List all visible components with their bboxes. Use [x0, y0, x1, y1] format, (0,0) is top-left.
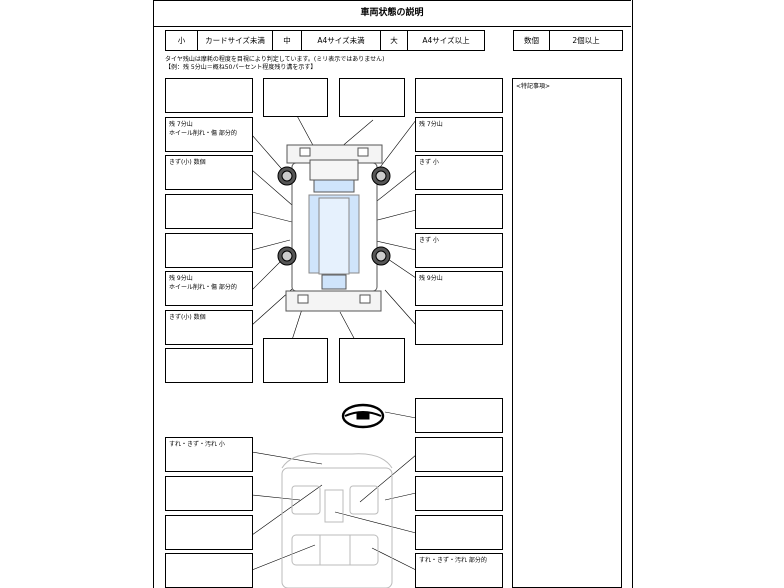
sheet-title: 車両状態の説明	[153, 0, 631, 27]
note-box-rear-right[interactable]	[339, 338, 405, 383]
remarks-label: <特記事項>	[516, 83, 551, 90]
inspection-sheet	[153, 0, 633, 588]
note-box-interior-front-right[interactable]	[415, 437, 503, 472]
quantity-legend: 数個 2個以上	[513, 30, 623, 51]
note-box-front-right[interactable]	[339, 78, 405, 117]
note-box-left-rear-tire[interactable]: 残 9分山 ホイール削れ・傷 部分的	[165, 271, 253, 306]
note-box-interior-left-seat[interactable]	[165, 476, 253, 511]
legend-medium-desc: A4サイズ未満	[301, 30, 381, 51]
note-line-1: タイヤ残山は摩耗の程度を目視により判定しています。(ミリ表示ではありません)	[165, 56, 385, 63]
note-box-left-middle-rear[interactable]	[165, 233, 253, 268]
note-box-right-middle[interactable]	[415, 194, 503, 229]
note-box-left-rear-side[interactable]: きず(小) 数個	[165, 310, 253, 345]
legend-large-desc: A4サイズ以上	[407, 30, 485, 51]
note-box-left-front-side[interactable]: きず(小) 数個	[165, 155, 253, 190]
note-box-left-middle[interactable]	[165, 194, 253, 229]
note-box-interior-rear-left[interactable]	[165, 553, 253, 588]
note-box-steering[interactable]	[415, 398, 503, 433]
note-box-right-rear-side[interactable]: きず 小	[415, 233, 503, 268]
note-box-rear-left[interactable]	[165, 348, 253, 383]
note-box-interior-right-seat[interactable]	[415, 476, 503, 511]
note-box-front-far-right[interactable]	[415, 78, 503, 113]
leader-lines	[251, 111, 417, 571]
note-box-right-rear[interactable]	[415, 310, 503, 345]
quantity-label: 数個	[513, 30, 550, 51]
quantity-value: 2個以上	[549, 30, 623, 51]
note-box-right-rear-tire[interactable]: 残 9分山	[415, 271, 503, 306]
damage-size-legend: 小 カードサイズ未満 中 A4サイズ未満 大 A4サイズ以上	[165, 30, 485, 51]
note-line-2: 【例：残 5分山＝概ね50パーセント程度残り溝を示す】	[165, 64, 317, 71]
steering-wheel-icon	[341, 403, 385, 429]
note-box-interior-rear[interactable]: すれ・きず・汚れ 部分的	[415, 553, 503, 588]
tire-icons	[277, 166, 391, 266]
note-box-interior-center[interactable]	[165, 515, 253, 550]
note-box-interior-console[interactable]	[415, 515, 503, 550]
note-box-right-front-tire[interactable]: 残 7分山	[415, 117, 503, 152]
note-box-left-front-tire[interactable]: 残 7分山 ホイール削れ・傷 部分的	[165, 117, 253, 152]
note-box-interior-front[interactable]: すれ・きず・汚れ 小	[165, 437, 253, 472]
note-box-front-center[interactable]	[263, 78, 328, 117]
note-box-front-left[interactable]	[165, 78, 253, 113]
note-box-rear-center[interactable]	[263, 338, 328, 383]
note-box-right-front-side[interactable]: きず 小	[415, 155, 503, 190]
car-top-view	[285, 144, 383, 312]
car-interior-view	[281, 453, 393, 588]
